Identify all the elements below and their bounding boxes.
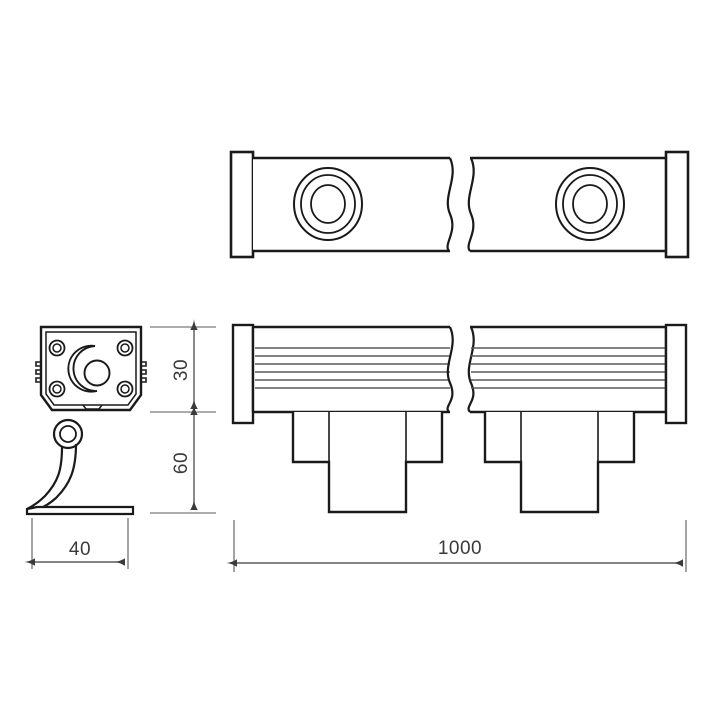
screw-inner-top-right — [120, 343, 130, 353]
top-view-right-end-cap — [664, 150, 690, 259]
side-fin-left-1 — [35, 361, 41, 367]
lens-inner-ring-1 — [310, 184, 346, 224]
side-view-corner-screws — [48, 339, 134, 398]
side-fin-right-2 — [141, 369, 147, 375]
front-view-right-end-cap — [664, 323, 688, 425]
top-view-break-line-left — [446, 157, 454, 252]
front-view-break-line-right — [467, 326, 475, 413]
side-view-base-notch — [82, 404, 103, 410]
dimension-label-height-bracket: 60 — [171, 452, 192, 474]
side-view-left-fins — [35, 361, 41, 383]
top-view-break-line-right — [467, 157, 475, 252]
screw-inner-top-left — [52, 343, 62, 353]
bracket-2-outline — [483, 412, 636, 514]
lens-inner-ring-2 — [572, 184, 608, 224]
bracket-pivot-ring-inner — [59, 425, 77, 443]
front-view-right-ribs — [471, 347, 665, 389]
front-view-left-ribs — [255, 347, 450, 389]
front-view-mounting-bracket-2 — [483, 412, 636, 514]
side-view-lens-detail — [67, 344, 111, 393]
top-view-left-end-cap — [229, 150, 255, 259]
side-fin-left-3 — [35, 377, 41, 383]
bracket-base-plate — [25, 505, 135, 516]
side-view — [25, 325, 147, 516]
front-view-left-end-cap — [231, 323, 255, 425]
front-view-mounting-bracket-1 — [291, 412, 444, 514]
top-view-lens-assembly-1 — [293, 167, 363, 241]
front-view-break-line-left — [446, 326, 454, 413]
front-view-left-body-fill — [253, 327, 448, 412]
bracket-1-outline — [291, 412, 444, 514]
dimension-annotations: 30 60 40 1000 — [24, 319, 687, 572]
dimension-label-height-body: 30 — [171, 359, 192, 381]
side-fin-right-3 — [141, 377, 147, 383]
side-view-mounting-bracket — [25, 418, 135, 516]
dimension-label-length: 1000 — [438, 538, 482, 559]
bracket-arm-inner-edge — [26, 446, 64, 510]
front-view — [231, 323, 688, 514]
side-fin-right-1 — [141, 361, 147, 367]
dimension-label-depth: 40 — [69, 539, 91, 560]
screw-inner-bottom-left — [52, 384, 62, 394]
lens-center-circle — [83, 359, 111, 387]
side-view-right-fins — [141, 361, 147, 383]
screw-inner-bottom-right — [120, 384, 130, 394]
top-view-lens-assembly-2 — [555, 167, 625, 241]
lens-crescent-arc — [67, 344, 98, 393]
side-fin-left-2 — [35, 369, 41, 375]
top-view — [229, 150, 690, 259]
